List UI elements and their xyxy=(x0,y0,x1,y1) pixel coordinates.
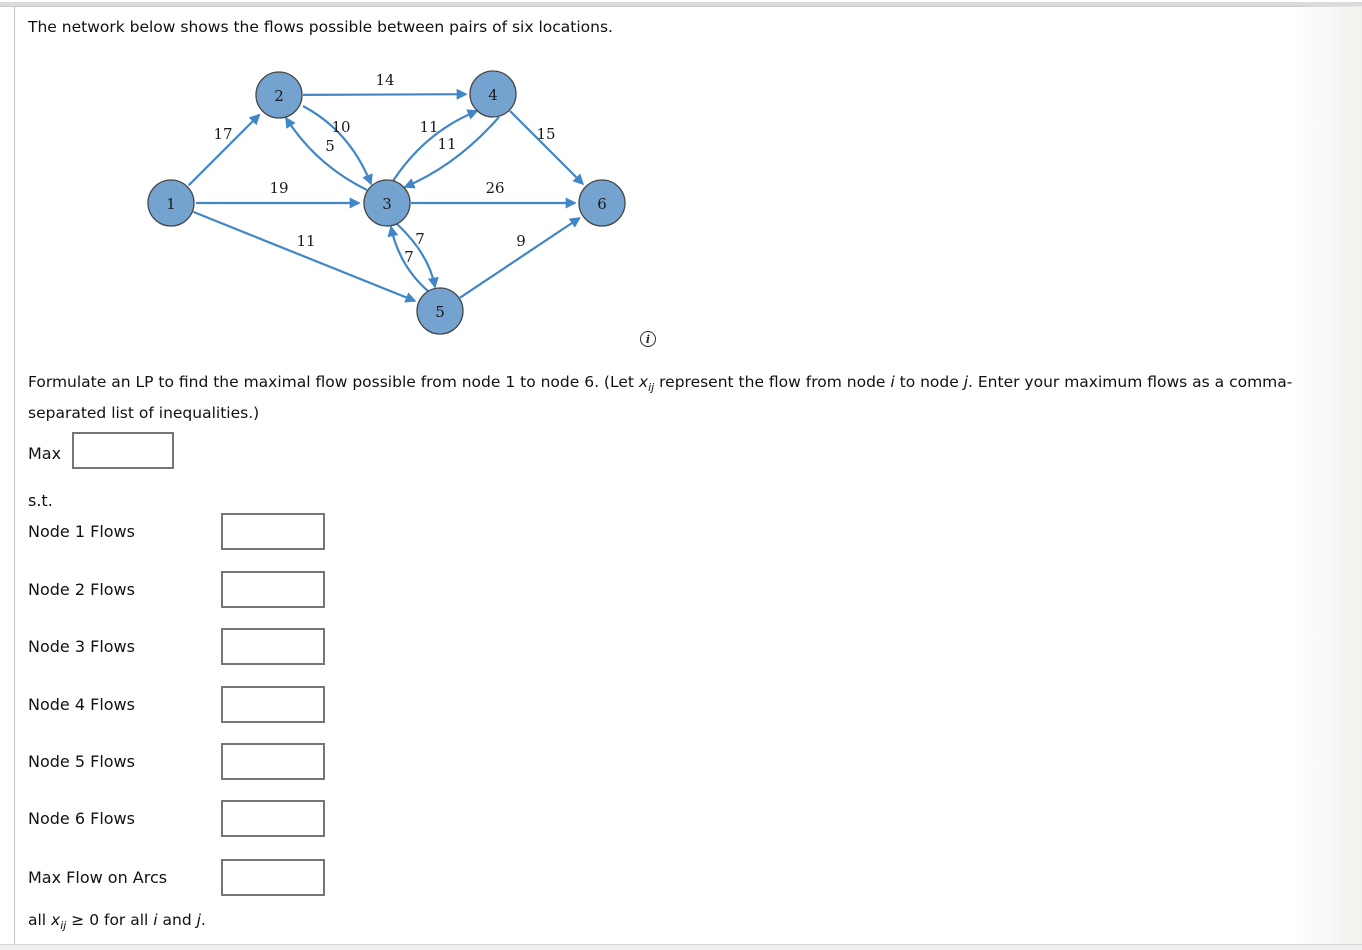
arc-capacity-4-6: 15 xyxy=(536,125,555,143)
var-j: j xyxy=(963,373,969,391)
graph-node-5 xyxy=(416,287,464,335)
graph-node-4 xyxy=(469,70,517,118)
constraint-part: all xyxy=(28,911,52,929)
constraint-part: . xyxy=(200,911,206,929)
graph-node-2 xyxy=(255,71,303,119)
arcs-layer xyxy=(187,88,585,303)
bottom-border xyxy=(0,944,1362,950)
node-6-flows-label: Node 6 Flows xyxy=(28,809,135,828)
arc-5-6 xyxy=(459,217,581,299)
question-part: Formulate an LP to find the maximal flow… xyxy=(28,373,639,391)
graph-node-3 xyxy=(363,179,411,227)
var-x-subscript: ij xyxy=(60,919,67,932)
var-x: x xyxy=(638,373,649,391)
arc-2-4 xyxy=(302,88,468,100)
arc-4-6 xyxy=(509,110,585,186)
graph-node-6 xyxy=(578,179,626,227)
node-1-flows-input[interactable] xyxy=(221,513,325,550)
right-edge-fade xyxy=(1292,6,1362,944)
graph-node-label-3: 3 xyxy=(382,195,392,213)
arc-1-2 xyxy=(187,113,261,187)
graph-node-label-2: 2 xyxy=(274,87,284,105)
node-6-flows-input[interactable] xyxy=(221,800,325,837)
problem-statement: The network below shows the flows possib… xyxy=(28,18,613,36)
node-2-flows-label: Node 2 Flows xyxy=(28,580,135,599)
objective-input[interactable] xyxy=(72,432,174,469)
var-x-subscript: ij xyxy=(648,381,655,394)
left-border xyxy=(14,6,15,950)
top-border xyxy=(0,2,1362,7)
arc-3-5 xyxy=(396,223,439,289)
node-5-flows-input[interactable] xyxy=(221,743,325,780)
node-3-flows-input[interactable] xyxy=(221,628,325,665)
arc-capacity-5-3: 7 xyxy=(404,248,414,266)
max-flow-on-arcs-label: Max Flow on Arcs xyxy=(28,868,168,887)
var-i: i xyxy=(890,373,895,391)
constraint-part: ≥ 0 for all xyxy=(66,911,154,929)
nonnegativity-constraint: all xij ≥ 0 for all i and j. xyxy=(28,908,206,934)
arc-4-3 xyxy=(403,116,500,189)
max-flow-on-arcs-input[interactable] xyxy=(221,859,325,896)
graph-node-label-4: 4 xyxy=(488,86,498,104)
graph-node-label-1: 1 xyxy=(166,195,176,213)
arc-capacity-3-5: 7 xyxy=(415,230,425,248)
arc-2-3 xyxy=(302,105,373,186)
graph-node-label-5: 5 xyxy=(435,303,445,321)
arc-capacity-4-3: 11 xyxy=(437,135,456,153)
graph-node-1 xyxy=(147,179,195,227)
node-2-flows-input[interactable] xyxy=(221,571,325,608)
question-text: Formulate an LP to find the maximal flow… xyxy=(28,368,1348,427)
arc-capacity-1-5: 11 xyxy=(296,232,315,250)
var-x: x xyxy=(51,911,61,929)
question-part: . Enter your maximum flows as a comma-se… xyxy=(28,373,1293,422)
node-1-flows-label: Node 1 Flows xyxy=(28,522,135,541)
arc-capacity-1-3: 19 xyxy=(269,179,288,197)
arc-1-5 xyxy=(192,210,417,303)
nodes-layer: 1 2 3 4 5 6 xyxy=(147,70,626,335)
node-4-flows-input[interactable] xyxy=(221,686,325,723)
arc-5-3 xyxy=(387,225,430,293)
node-3-flows-label: Node 3 Flows xyxy=(28,637,135,656)
objective-label: Max xyxy=(28,444,62,463)
arc-capacity-3-6: 26 xyxy=(485,179,504,197)
constraint-part: and xyxy=(157,911,197,929)
arc-capacity-3-4: 11 xyxy=(419,118,438,136)
arc-3-2 xyxy=(285,116,368,191)
var-j: j xyxy=(196,911,201,929)
arc-capacity-5-6: 9 xyxy=(516,232,526,250)
node-4-flows-label: Node 4 Flows xyxy=(28,695,135,714)
arc-capacity-2-4: 14 xyxy=(375,71,394,89)
arc-capacity-3-2: 5 xyxy=(325,137,335,155)
question-part: to node xyxy=(894,373,964,391)
var-i: i xyxy=(153,911,158,929)
arc-3-4 xyxy=(392,109,479,182)
info-icon[interactable]: i xyxy=(640,331,656,347)
node-5-flows-label: Node 5 Flows xyxy=(28,752,135,771)
arc-capacity-2-3: 10 xyxy=(331,118,350,136)
question-part: represent the flow from node xyxy=(654,373,891,391)
arc-capacity-1-2: 17 xyxy=(213,125,232,143)
graph-node-label-6: 6 xyxy=(597,195,607,213)
subject-to-label: s.t. xyxy=(28,491,53,510)
